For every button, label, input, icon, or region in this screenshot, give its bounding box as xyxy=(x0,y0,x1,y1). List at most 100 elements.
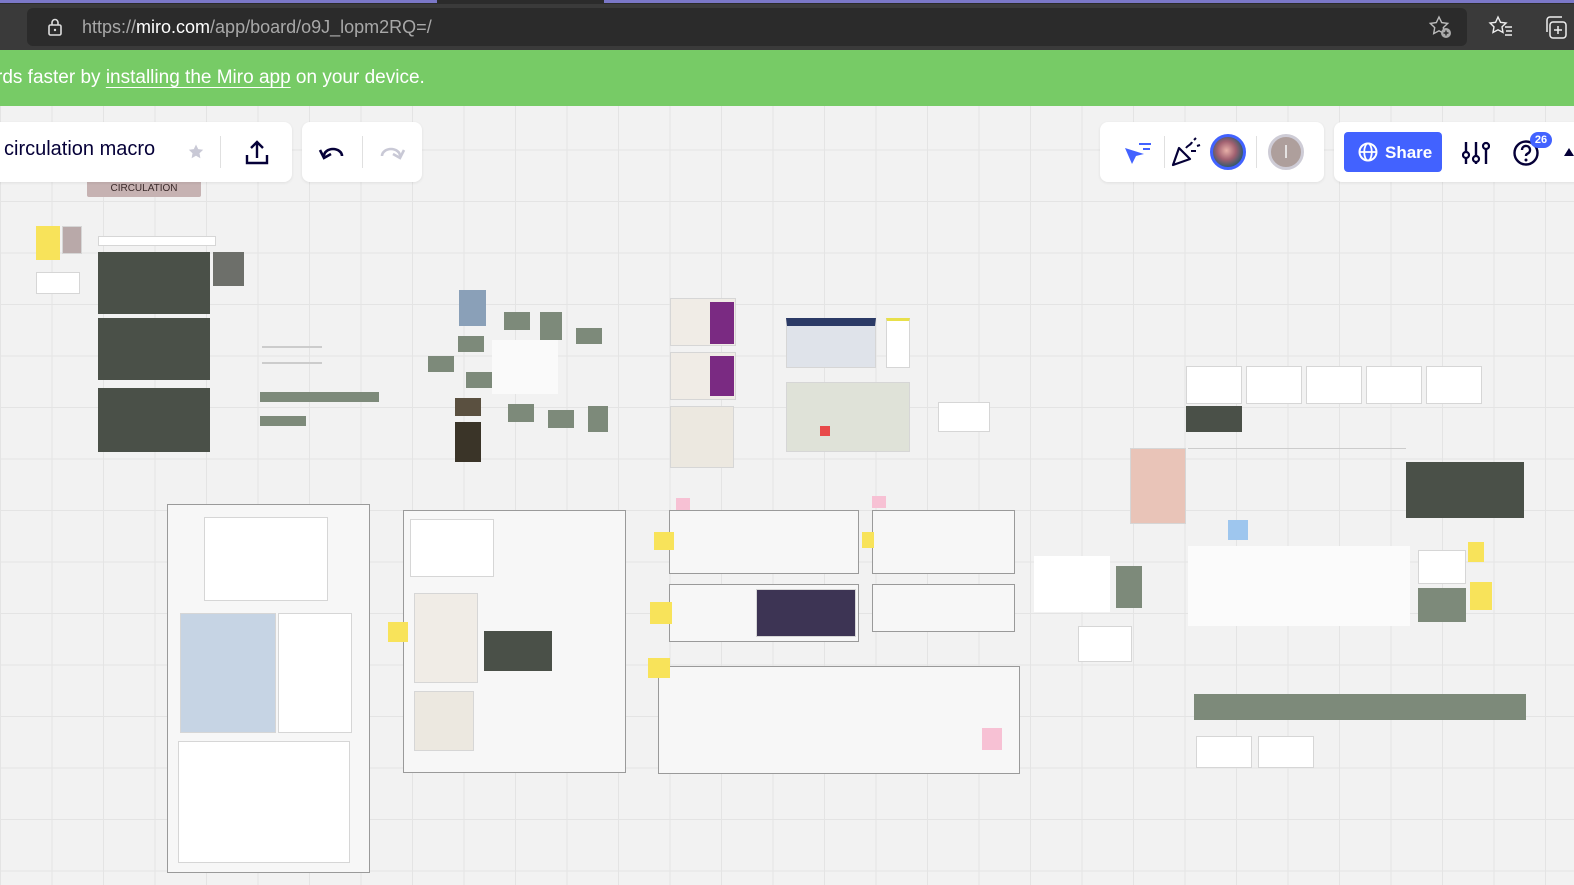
route-map[interactable] xyxy=(414,691,474,751)
lock-icon[interactable] xyxy=(45,17,65,37)
photo-grid[interactable] xyxy=(1116,566,1142,608)
board-frame[interactable] xyxy=(872,584,1015,632)
board-title[interactable]: circulation macro xyxy=(4,138,156,160)
photo-grid[interactable] xyxy=(1418,588,1466,622)
user-initial-avatar[interactable]: I xyxy=(1268,134,1304,170)
map-image[interactable] xyxy=(1186,406,1242,432)
sticky-note[interactable] xyxy=(654,532,674,550)
board-frame[interactable] xyxy=(403,510,626,773)
diagram[interactable] xyxy=(410,519,494,577)
map-image[interactable] xyxy=(98,252,210,314)
add-favorite-icon[interactable] xyxy=(1427,14,1453,40)
star-icon[interactable] xyxy=(187,143,205,161)
board-frame[interactable] xyxy=(167,504,370,873)
collections-icon[interactable] xyxy=(1544,14,1570,40)
photo[interactable] xyxy=(588,406,608,432)
diagram[interactable] xyxy=(204,517,328,601)
photo[interactable] xyxy=(428,356,454,372)
metro-map[interactable] xyxy=(786,318,876,368)
frame-label[interactable]: CIRCULATION xyxy=(87,180,201,197)
favorites-icon[interactable] xyxy=(1488,14,1514,40)
board-frame[interactable] xyxy=(669,584,859,642)
sticky-note[interactable] xyxy=(388,622,408,642)
data-table[interactable] xyxy=(756,589,856,637)
sticky-note[interactable] xyxy=(862,532,874,548)
photo[interactable] xyxy=(548,410,574,428)
collapse-icon[interactable] xyxy=(1562,144,1574,158)
share-button[interactable]: Share xyxy=(1344,132,1442,172)
network-map[interactable] xyxy=(1078,626,1132,662)
map-image[interactable] xyxy=(98,318,210,380)
photo[interactable] xyxy=(540,312,562,340)
install-app-banner: rds faster by installing the Miro app on… xyxy=(0,50,1574,106)
network-map[interactable] xyxy=(1306,366,1362,404)
network-map[interactable] xyxy=(1366,366,1422,404)
board-card[interactable] xyxy=(1130,448,1186,524)
sticky-note[interactable] xyxy=(648,658,670,678)
network-map[interactable] xyxy=(1418,550,1466,584)
photo[interactable] xyxy=(576,328,602,344)
board-card[interactable] xyxy=(36,272,80,294)
circular-map[interactable] xyxy=(180,613,276,733)
sticky-note[interactable] xyxy=(872,496,886,508)
sticky-note[interactable] xyxy=(36,226,60,260)
network-grid[interactable] xyxy=(1188,448,1406,526)
board-card[interactable] xyxy=(1196,736,1252,768)
text-card[interactable] xyxy=(278,613,352,733)
photo[interactable] xyxy=(466,372,492,388)
network-map[interactable] xyxy=(1246,366,1302,404)
redo-icon[interactable] xyxy=(378,142,406,164)
board-frame[interactable] xyxy=(658,666,1020,774)
board-canvas[interactable]: CIRCULATION xyxy=(0,106,1574,885)
user-avatar[interactable] xyxy=(1210,134,1246,170)
sticky-note[interactable] xyxy=(650,602,672,624)
sticky-note[interactable] xyxy=(676,498,690,510)
sticky-note[interactable] xyxy=(1228,520,1248,540)
city-map[interactable] xyxy=(786,382,910,452)
undo-icon[interactable] xyxy=(318,142,346,164)
diagram[interactable] xyxy=(178,741,350,863)
network-map[interactable] xyxy=(1426,366,1482,404)
photo[interactable] xyxy=(459,290,486,326)
sticky-note[interactable] xyxy=(982,728,1002,750)
network-grid[interactable] xyxy=(1188,546,1410,626)
photo-strip[interactable] xyxy=(260,392,379,402)
sticky-note[interactable] xyxy=(1468,542,1484,562)
reactions-cursor-icon[interactable] xyxy=(1122,140,1152,166)
photo-strip[interactable] xyxy=(260,416,306,426)
text-block[interactable] xyxy=(1110,362,1150,402)
board-image[interactable] xyxy=(62,226,82,254)
text-block[interactable] xyxy=(262,346,322,364)
map-image[interactable] xyxy=(484,631,552,671)
photo[interactable] xyxy=(508,404,534,422)
network-map[interactable] xyxy=(1186,366,1242,404)
sticky-note[interactable] xyxy=(1470,582,1492,610)
photo-strip[interactable] xyxy=(1194,694,1526,720)
board-card[interactable] xyxy=(98,236,216,246)
photo[interactable] xyxy=(455,422,481,462)
photo[interactable] xyxy=(458,336,484,352)
route-map[interactable] xyxy=(670,406,734,468)
help-icon[interactable] xyxy=(1512,139,1540,167)
photo-grid[interactable] xyxy=(938,402,990,432)
board-card[interactable] xyxy=(886,318,910,368)
browser-tab[interactable] xyxy=(604,0,1574,3)
photo[interactable] xyxy=(504,312,530,330)
install-app-link[interactable]: installing the Miro app xyxy=(105,67,291,88)
map-image[interactable] xyxy=(1406,462,1524,518)
map-image[interactable] xyxy=(213,252,244,286)
route-map[interactable] xyxy=(414,593,478,683)
settings-sliders-icon[interactable] xyxy=(1462,140,1490,166)
celebrate-icon[interactable] xyxy=(1170,136,1202,168)
board-frame[interactable] xyxy=(669,510,859,574)
url-text[interactable]: https://miro.com/app/board/o9J_lopm2RQ=/ xyxy=(82,17,432,38)
photo[interactable] xyxy=(455,398,481,416)
board-card[interactable] xyxy=(1258,736,1314,768)
diagram[interactable] xyxy=(492,340,558,394)
browser-tab[interactable] xyxy=(0,0,437,3)
map-image[interactable] xyxy=(98,388,210,452)
network-map[interactable] xyxy=(1034,556,1110,612)
board-frame[interactable] xyxy=(872,510,1015,574)
upload-icon[interactable] xyxy=(244,138,270,166)
address-bar[interactable]: https://miro.com/app/board/o9J_lopm2RQ=/ xyxy=(27,8,1467,46)
